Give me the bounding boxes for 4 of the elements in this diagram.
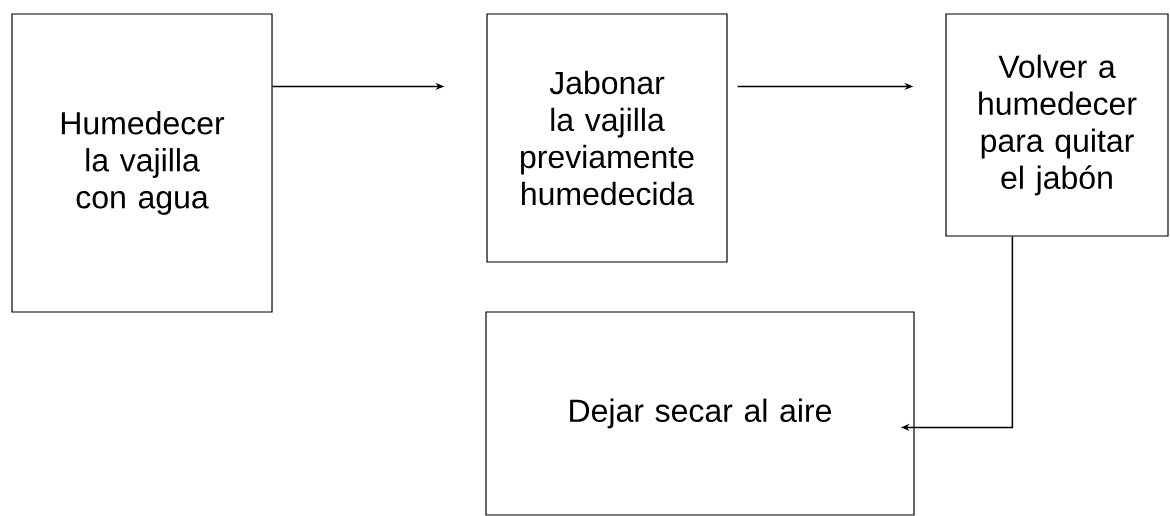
process-box: Humedecer la vajilla con agua xyxy=(11,13,273,313)
process-box: Jabonar la vajilla previamente humedecida xyxy=(486,13,728,263)
process-box: Dejar secar al aire xyxy=(485,311,915,516)
process-box: Volver a humedecer para quitar el jabón xyxy=(945,13,1169,237)
